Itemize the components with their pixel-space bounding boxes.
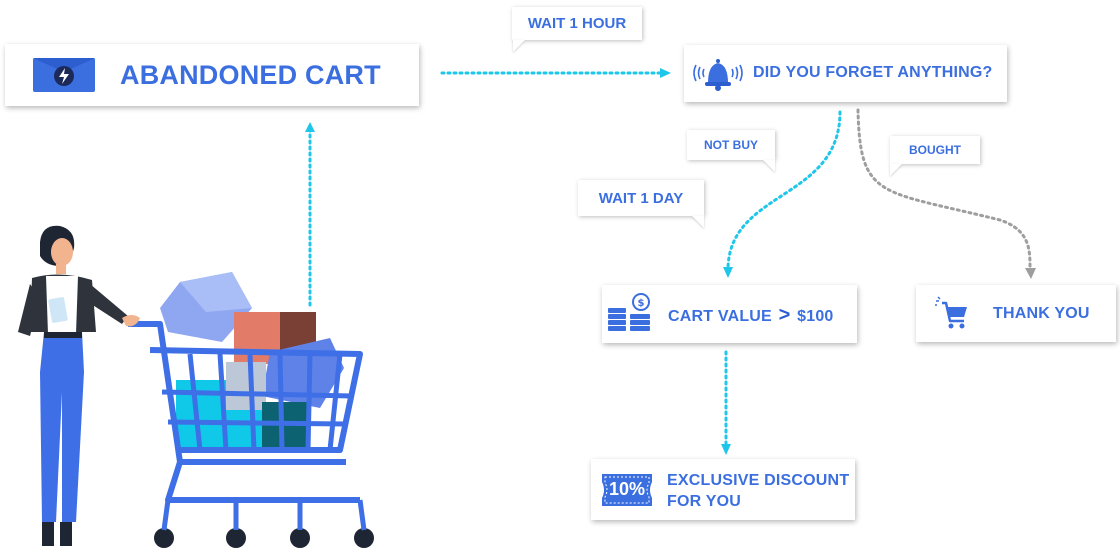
bell-icon [690, 55, 746, 91]
shopper-hand [122, 315, 140, 327]
bought-tag: BOUGHT [890, 136, 980, 164]
ticket-value: 10% [608, 479, 646, 499]
cart-value-operator: > [778, 304, 791, 326]
cart-value-suffix: $100 [797, 308, 834, 325]
connector-bought [856, 108, 1032, 270]
arrowhead-discount [721, 444, 731, 455]
wait-hour-tag-tail [513, 40, 525, 52]
wait-day-label: WAIT 1 DAY [598, 189, 684, 207]
cart-value-prefix: CART VALUE [668, 308, 772, 325]
wait-hour-label: WAIT 1 HOUR [527, 15, 627, 32]
abandoned-cart-node: ABANDONED CART [5, 44, 419, 106]
discount-line-1: EXCLUSIVE DISCOUNT [667, 472, 850, 489]
discount-node: 10% EXCLUSIVE DISCOUNT FOR YOU [591, 459, 855, 520]
arrowhead-abandoned [305, 122, 315, 132]
cart-wheels [154, 499, 374, 548]
cart-icon [934, 295, 970, 331]
woman-figure [18, 225, 128, 546]
discount-label: EXCLUSIVE DISCOUNT FOR YOU [667, 470, 849, 512]
wait-day-tag-tail [692, 216, 704, 228]
thank-you-node: THANK YOU [916, 285, 1116, 342]
arrowhead-thank-you [1025, 268, 1036, 279]
svg-text:$: $ [638, 298, 645, 309]
not-buy-tag: NOT BUY [687, 130, 775, 160]
ticket-icon: 10% [598, 472, 656, 508]
arrowhead-cart-value [723, 267, 733, 278]
discount-line-2: FOR YOU [667, 493, 742, 510]
forget-label: DID YOU FORGET ANYTHING? [753, 64, 993, 81]
wait-day-tag: WAIT 1 DAY [578, 180, 704, 216]
shopper-illustration [18, 225, 374, 548]
abandoned-cart-label: ABANDONED CART [120, 60, 381, 90]
coins-icon: $ [608, 292, 654, 334]
forget-node: DID YOU FORGET ANYTHING? [684, 45, 1007, 102]
arrowhead-forget [660, 68, 671, 78]
cart-value-label: CART VALUE > $100 [668, 304, 834, 327]
connector-not-buy [726, 110, 842, 270]
not-buy-label: NOT BUY [704, 138, 758, 152]
thank-you-label: THANK YOU [993, 305, 1090, 322]
not-buy-tag-tail [763, 160, 775, 172]
envelope-lightning-icon [33, 58, 95, 92]
wait-hour-tag: WAIT 1 HOUR [512, 7, 642, 40]
cart-value-node: $ CART VALUE > $100 [602, 285, 857, 343]
bought-label: BOUGHT [909, 143, 961, 157]
bought-tag-tail [890, 164, 902, 176]
